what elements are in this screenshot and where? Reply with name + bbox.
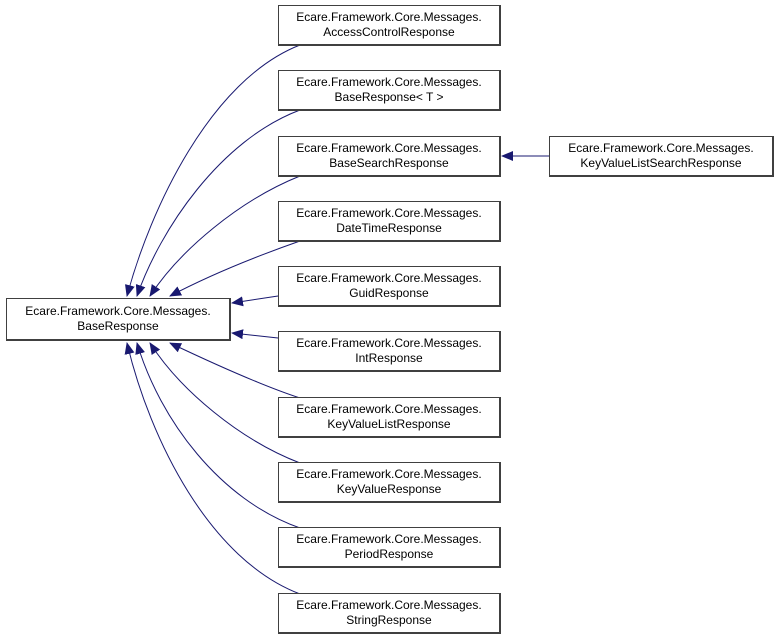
- node-access-control-response[interactable]: Ecare.Framework.Core.Messages. AccessCon…: [278, 5, 501, 46]
- node-namespace: Ecare.Framework.Core.Messages.: [296, 271, 482, 285]
- node-class-name: DateTimeResponse: [336, 221, 442, 235]
- node-class-name: PeriodResponse: [344, 547, 434, 561]
- node-namespace: Ecare.Framework.Core.Messages.: [296, 10, 482, 24]
- node-class-name: KeyValueListResponse: [327, 417, 451, 431]
- node-class-name: KeyValueListSearchResponse: [580, 156, 742, 170]
- edge-to-base-response: [149, 175, 301, 297]
- node-int-response[interactable]: Ecare.Framework.Core.Messages. IntRespon…: [278, 331, 501, 372]
- edge-to-base-response: [231, 329, 279, 340]
- node-class-name: GuidResponse: [349, 286, 429, 300]
- node-guid-response[interactable]: Ecare.Framework.Core.Messages. GuidRespo…: [278, 266, 501, 307]
- node-class-name: StringResponse: [346, 613, 432, 627]
- node-namespace: Ecare.Framework.Core.Messages.: [296, 141, 482, 155]
- node-namespace: Ecare.Framework.Core.Messages.: [296, 75, 482, 89]
- node-namespace: Ecare.Framework.Core.Messages.: [296, 402, 482, 416]
- node-base-search-response[interactable]: Ecare.Framework.Core.Messages. BaseSearc…: [278, 136, 501, 177]
- node-class-name: BaseResponse< T >: [334, 90, 444, 104]
- node-period-response[interactable]: Ecare.Framework.Core.Messages. PeriodRes…: [278, 527, 501, 568]
- edge-to-base-response: [149, 342, 301, 464]
- node-class-name: IntResponse: [355, 351, 423, 365]
- node-namespace: Ecare.Framework.Core.Messages.: [296, 336, 482, 350]
- node-namespace: Ecare.Framework.Core.Messages.: [568, 141, 754, 155]
- node-date-time-response[interactable]: Ecare.Framework.Core.Messages. DateTimeR…: [278, 201, 501, 242]
- edge-to-base-response: [169, 240, 301, 297]
- node-base-response[interactable]: Ecare.Framework.Core.Messages. BaseRespo…: [6, 298, 231, 341]
- node-namespace: Ecare.Framework.Core.Messages.: [296, 532, 482, 546]
- node-key-value-list-search-response[interactable]: Ecare.Framework.Core.Messages. KeyValueL…: [549, 136, 774, 177]
- edge-to-base-response: [169, 342, 301, 399]
- node-class-name: KeyValueResponse: [336, 482, 442, 496]
- node-namespace: Ecare.Framework.Core.Messages.: [296, 598, 482, 612]
- node-class-name: BaseResponse: [77, 319, 159, 333]
- node-class-name: AccessControlResponse: [323, 25, 455, 39]
- node-base-response-generic[interactable]: Ecare.Framework.Core.Messages. BaseRespo…: [278, 70, 501, 111]
- edge-to-base-response: [231, 295, 279, 307]
- node-namespace: Ecare.Framework.Core.Messages.: [296, 467, 482, 481]
- node-key-value-response[interactable]: Ecare.Framework.Core.Messages. KeyValueR…: [278, 462, 501, 503]
- node-namespace: Ecare.Framework.Core.Messages.: [296, 206, 482, 220]
- node-namespace: Ecare.Framework.Core.Messages.: [25, 304, 211, 318]
- edge-to-base-response: [135, 342, 301, 529]
- node-string-response[interactable]: Ecare.Framework.Core.Messages. StringRes…: [278, 593, 501, 634]
- edge-to-base-response: [125, 44, 301, 297]
- edge-to-base-response: [124, 342, 301, 595]
- node-class-name: BaseSearchResponse: [329, 156, 449, 170]
- node-key-value-list-response[interactable]: Ecare.Framework.Core.Messages. KeyValueL…: [278, 397, 501, 438]
- edge-to-base-response: [135, 109, 301, 297]
